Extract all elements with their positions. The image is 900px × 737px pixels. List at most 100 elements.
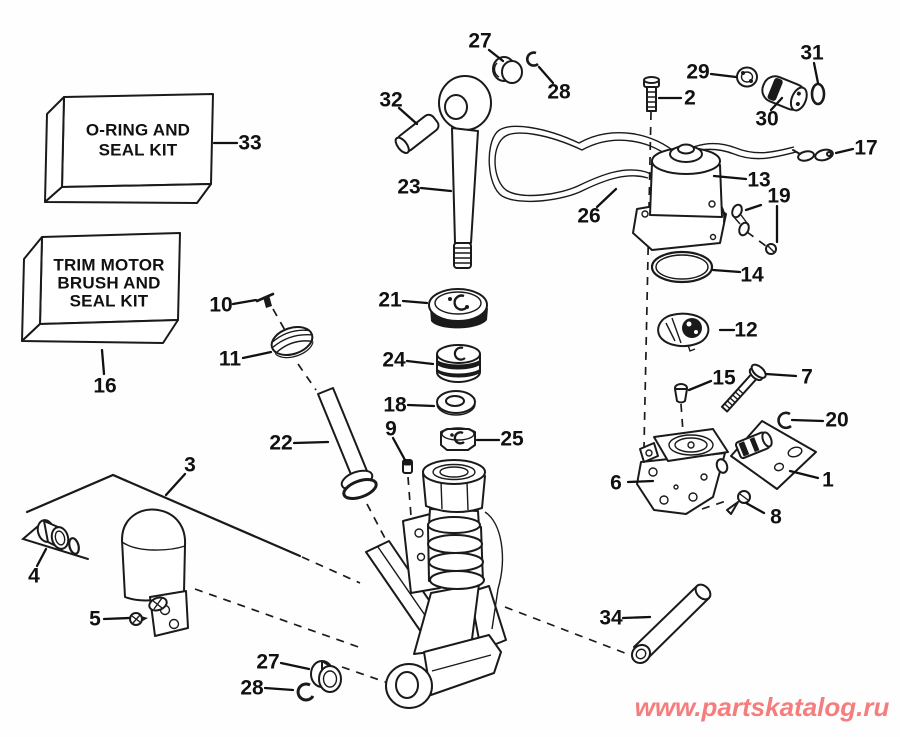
washer xyxy=(436,390,476,416)
callout-number-28-1: 28 xyxy=(547,81,571,104)
valve-piston xyxy=(436,344,481,383)
callout-number-18-21: 18 xyxy=(383,394,407,417)
callout-leader-21-19 xyxy=(401,299,429,305)
pump-manifold xyxy=(636,428,729,515)
callout-leader-34-35 xyxy=(621,615,652,620)
callout-number-31-7: 31 xyxy=(800,42,824,65)
callout-leader-18-21 xyxy=(406,403,436,408)
valve-kit-plate xyxy=(730,420,817,490)
piston-cap xyxy=(428,288,488,329)
callout-leader-24-20 xyxy=(405,359,435,366)
callout-leader-8-29 xyxy=(744,501,766,515)
callout-number-10-16: 10 xyxy=(209,294,232,317)
callout-number-8-29: 8 xyxy=(770,506,782,529)
callout-number-34-35: 34 xyxy=(599,607,623,630)
trim-motor xyxy=(632,143,727,251)
filter-cylinder xyxy=(761,75,808,112)
callout-leader-17-8 xyxy=(834,147,855,155)
callout-number-4-31: 4 xyxy=(28,565,40,588)
callout-leader-29-5 xyxy=(709,72,738,79)
callout-number-5-32: 5 xyxy=(89,608,101,631)
wire-terminals xyxy=(792,148,834,162)
callout-leader-26-11 xyxy=(595,187,618,209)
callout-number-22-18: 22 xyxy=(269,432,292,455)
o-ring-seal-kit-box: O-RING AND SEAL KIT xyxy=(44,93,214,204)
callout-number-3-30: 3 xyxy=(184,454,196,477)
snap-ring-lower xyxy=(296,682,315,702)
callout-leader-5-32 xyxy=(102,616,131,621)
kit-box-label: SEAL KIT xyxy=(99,141,178,160)
manifold-screw xyxy=(726,490,751,515)
callout-number-20-26: 20 xyxy=(825,409,848,432)
callout-number-24-20: 24 xyxy=(382,349,406,372)
callout-leader-22-18 xyxy=(292,440,330,445)
callout-number-7-25: 7 xyxy=(801,366,813,389)
callout-number-13-9: 13 xyxy=(747,169,770,192)
motor-bolt xyxy=(643,76,660,112)
callout-number-23-3: 23 xyxy=(397,176,420,199)
callout-number-12-13: 12 xyxy=(734,319,757,342)
callout-leader-1-27 xyxy=(788,469,820,480)
pump-bolt xyxy=(720,363,767,413)
pivot-pin xyxy=(394,113,440,154)
callout-number-19-10: 19 xyxy=(767,185,790,208)
callout-leader-7-25 xyxy=(764,372,798,378)
fluid-reservoir xyxy=(121,508,189,637)
lower-bushing xyxy=(310,660,342,693)
callout-number-32-2: 32 xyxy=(379,89,402,112)
callout-layer: 2728322322930311713192614123316101122212… xyxy=(28,30,878,700)
callout-number-17-8: 17 xyxy=(854,137,877,160)
callout-leader-28-34 xyxy=(263,686,295,692)
rod-end-cap xyxy=(492,56,523,84)
pump-coupler xyxy=(657,312,710,352)
callout-number-28-34: 28 xyxy=(240,677,264,700)
snap-ring-top xyxy=(525,51,539,67)
retaining-clip xyxy=(777,411,792,430)
trim-tube xyxy=(317,387,378,501)
callout-leader-6-28 xyxy=(626,479,655,484)
callout-leader-30-6 xyxy=(769,96,784,112)
callout-leader-9-22 xyxy=(391,436,407,462)
callout-leader-19-10 xyxy=(744,203,763,212)
callout-leader-15-24 xyxy=(687,379,713,392)
callout-number-14-12: 14 xyxy=(740,264,764,287)
callout-leader-3-30 xyxy=(164,472,187,497)
callout-leader-11-17 xyxy=(241,350,273,360)
grommet xyxy=(736,66,758,88)
callout-number-9-22: 9 xyxy=(385,418,397,441)
callout-leader-23-3 xyxy=(419,186,453,193)
callout-number-27-0: 27 xyxy=(468,30,491,53)
o-ring-large xyxy=(650,250,714,284)
callout-number-21-19: 21 xyxy=(378,289,402,312)
kit-box-label: BRUSH AND xyxy=(57,274,160,293)
callout-leader-4-31 xyxy=(35,547,48,568)
o-ring-small xyxy=(810,82,826,106)
callout-number-25-23: 25 xyxy=(500,428,524,451)
callout-leader-31-7 xyxy=(812,61,820,85)
cylinder-housing xyxy=(365,459,507,709)
anode-bushing xyxy=(36,519,80,555)
callout-number-27-33: 27 xyxy=(256,651,279,674)
callout-leader-13-9 xyxy=(712,174,748,181)
callout-leader-20-26 xyxy=(790,418,825,423)
valve-screw xyxy=(255,292,275,308)
kit-box-label: TRIM MOTOR xyxy=(53,256,164,275)
callout-number-11-17: 11 xyxy=(219,348,242,371)
callout-number-16-15: 16 xyxy=(93,375,116,398)
valve-plug xyxy=(674,383,688,404)
ribbed-plug xyxy=(270,326,314,359)
callout-leader-10-16 xyxy=(231,298,258,306)
callout-number-26-11: 26 xyxy=(577,205,600,228)
cross-tube-pin xyxy=(630,583,712,665)
callout-number-33-14: 33 xyxy=(238,132,261,155)
callout-number-6-28: 6 xyxy=(610,472,622,495)
kit-box-label: O-RING AND xyxy=(86,121,190,140)
callout-leader-28-1 xyxy=(537,65,555,85)
callout-leader-32-2 xyxy=(397,106,419,126)
callout-leader-27-33 xyxy=(279,661,311,671)
callout-number-2-4: 2 xyxy=(684,87,696,110)
kit-box-label: SEAL KIT xyxy=(70,292,149,311)
callout-number-29-5: 29 xyxy=(686,61,709,84)
